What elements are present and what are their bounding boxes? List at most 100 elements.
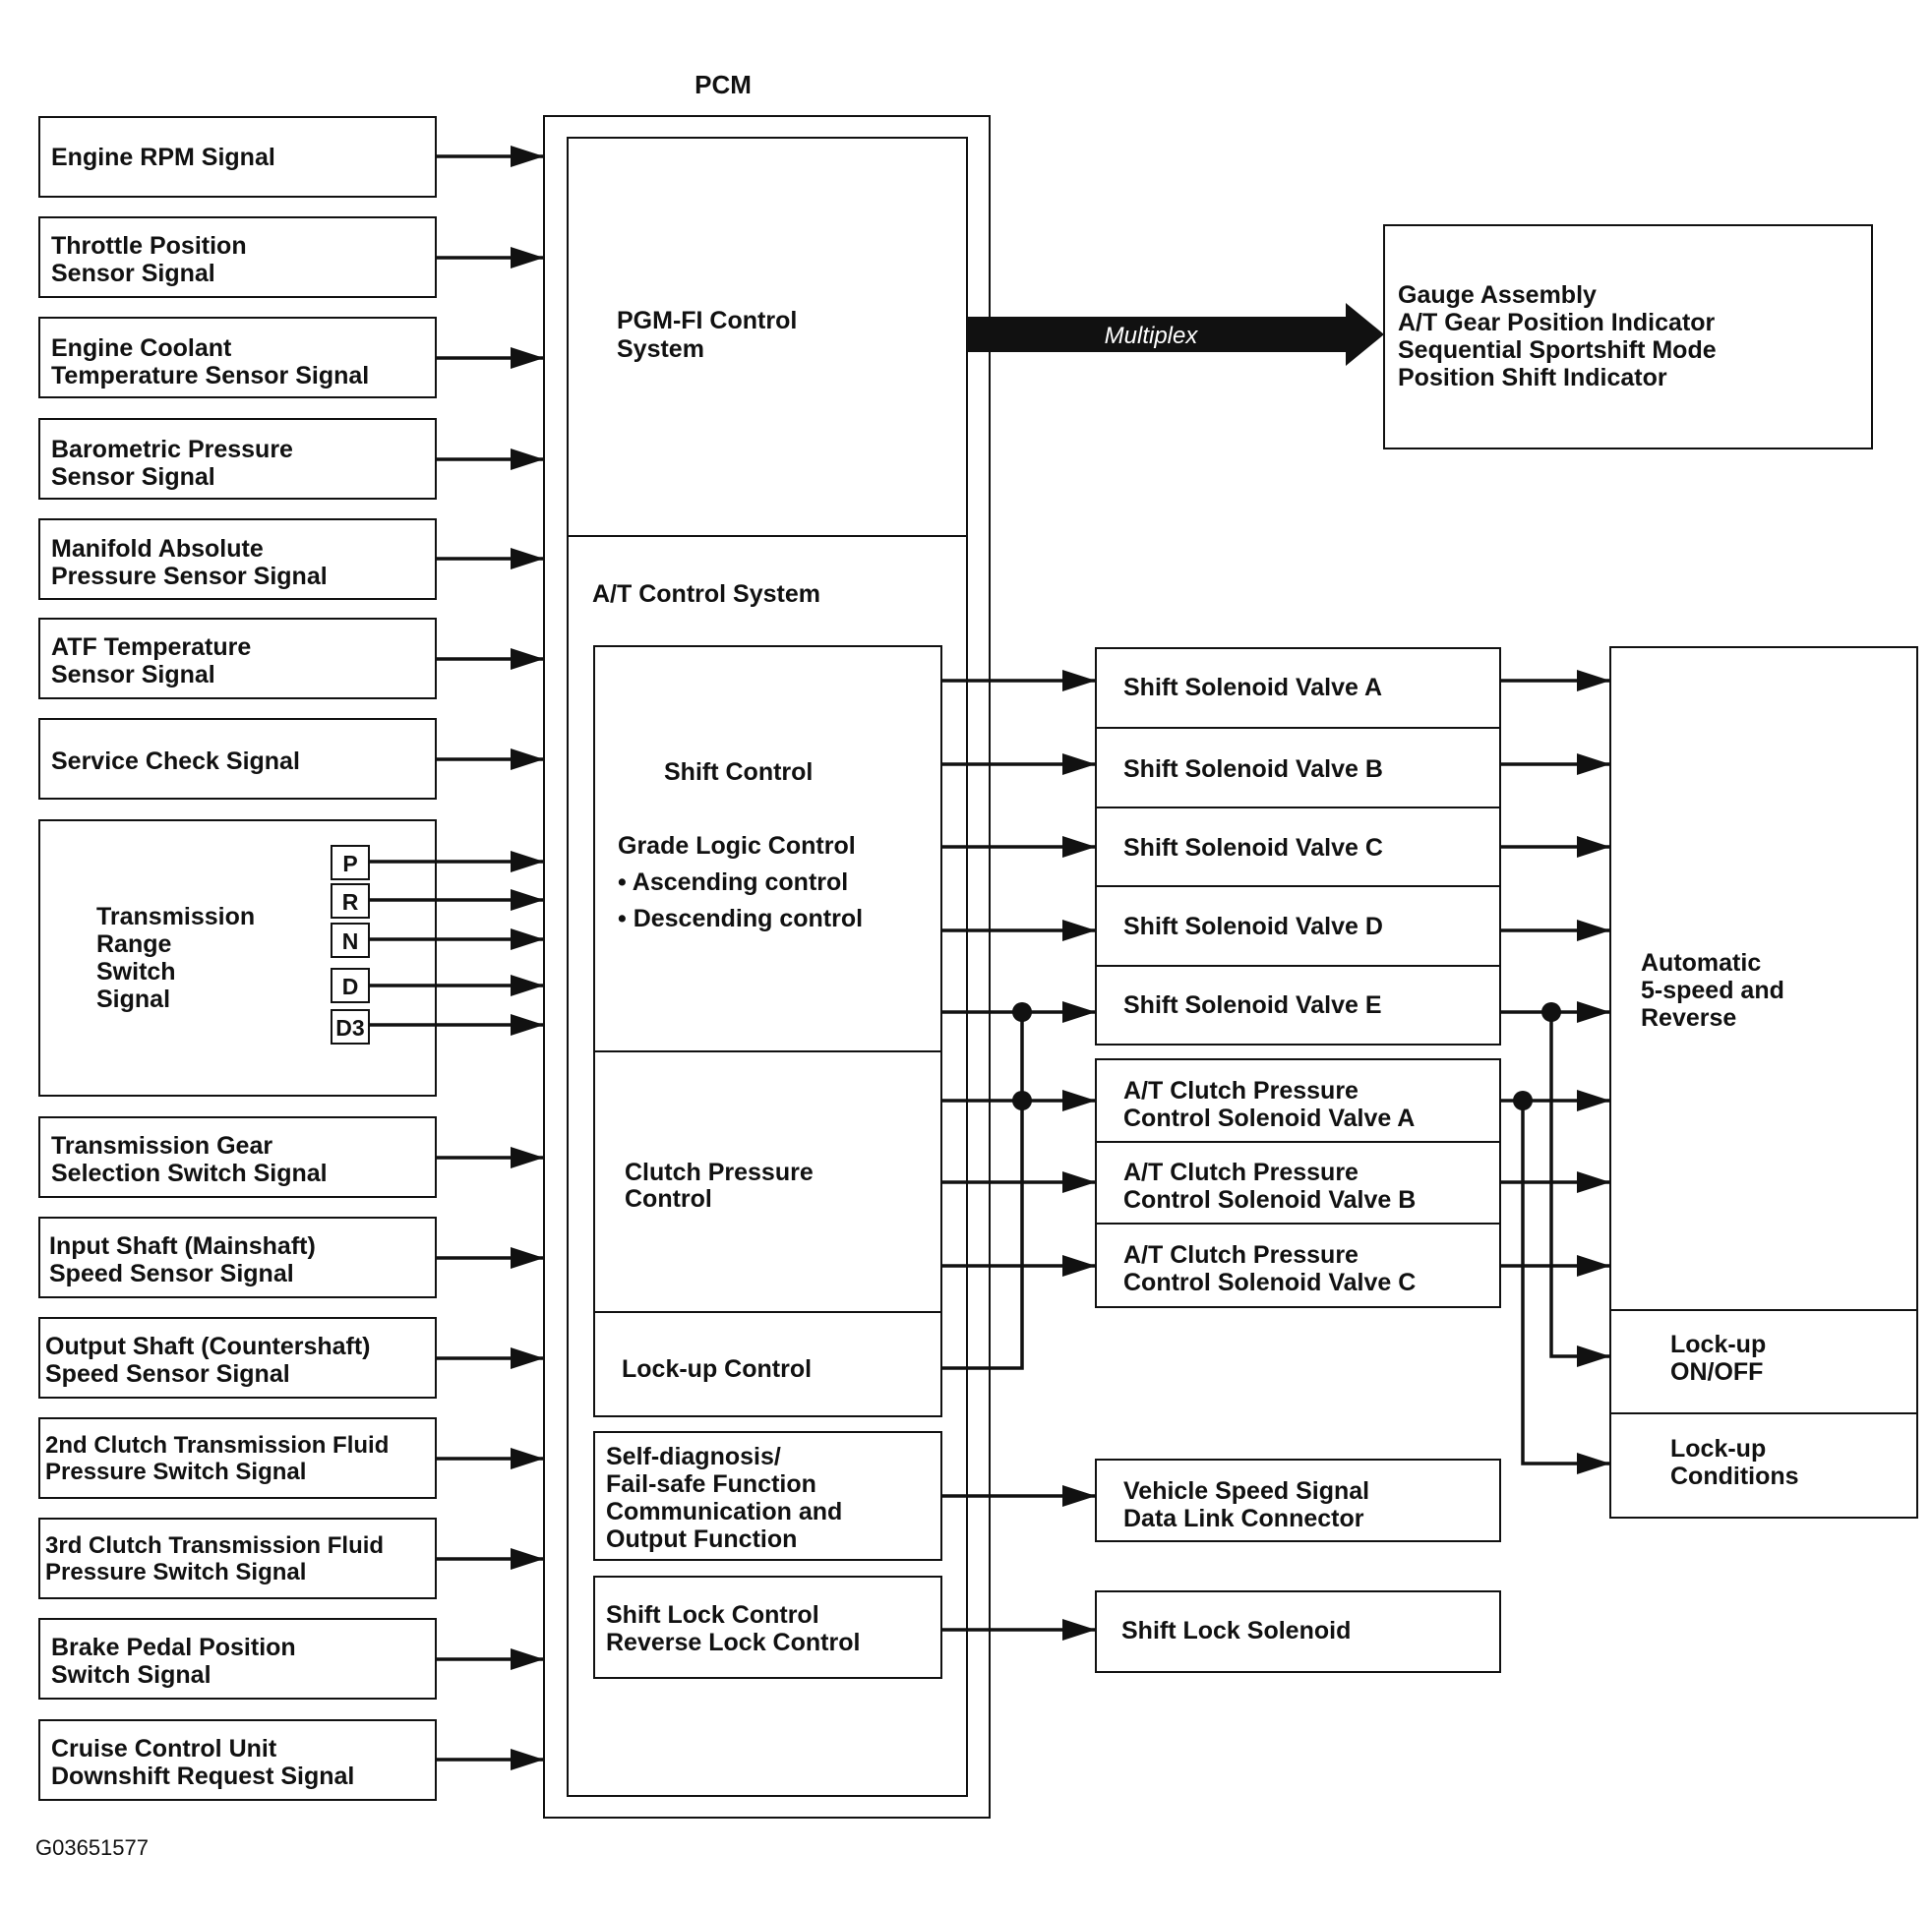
clutch-pressure-box bbox=[593, 1050, 942, 1313]
svg-text:Range: Range bbox=[96, 930, 172, 958]
shift-lock-control-label-1: Shift Lock Control bbox=[606, 1601, 819, 1629]
shift-lock-control-label-2: Reverse Lock Control bbox=[606, 1629, 860, 1656]
range-position-d3 bbox=[331, 1009, 370, 1045]
input-engine-coolant: Engine Coolant Temperature Sensor Signal bbox=[38, 317, 544, 398]
lockup-control-label: Lock-up Control bbox=[622, 1355, 812, 1383]
lockup-onoff-line-2: ON/OFF bbox=[1670, 1358, 1763, 1386]
self-diagnosis-label-4: Output Function bbox=[606, 1525, 797, 1553]
svg-text:P: P bbox=[342, 851, 357, 876]
pcm-output-wires bbox=[941, 670, 1096, 1641]
svg-text:Pressure Sensor Signal: Pressure Sensor Signal bbox=[51, 563, 328, 590]
gauge-line-1: Gauge Assembly bbox=[1398, 281, 1597, 309]
input-transmission-gear-selection: Transmission Gear Selection Switch Signa… bbox=[38, 1116, 544, 1198]
svg-text:Speed Sensor Signal: Speed Sensor Signal bbox=[45, 1360, 290, 1388]
input-barometric-pressure: Barometric Pressure Sensor Signal bbox=[38, 418, 544, 500]
svg-text:Brake Pedal Position: Brake Pedal Position bbox=[51, 1634, 296, 1661]
lockup-bus-left bbox=[941, 1002, 1032, 1370]
multiplex-arrow bbox=[967, 303, 1384, 366]
range-position-r bbox=[331, 883, 370, 919]
input-throttle-position: Throttle Position Sensor Signal bbox=[38, 216, 544, 298]
gauge-assembly-box bbox=[1383, 224, 1873, 449]
svg-text:Signal: Signal bbox=[96, 986, 170, 1013]
solenoid-label-e: Shift Solenoid Valve E bbox=[1123, 991, 1382, 1019]
solenoid-label-b: Shift Solenoid Valve B bbox=[1123, 755, 1383, 783]
svg-text:3rd Clutch Transmission Fluid: 3rd Clutch Transmission Fluid bbox=[45, 1532, 384, 1559]
solenoid-box-e bbox=[1095, 965, 1501, 1046]
solenoid-box-c bbox=[1095, 807, 1501, 887]
input-input-shaft-speed: Input Shaft (Mainshaft) Speed Sensor Sig… bbox=[38, 1217, 544, 1298]
svg-text:Output Shaft (Countershaft): Output Shaft (Countershaft) bbox=[45, 1333, 371, 1360]
range-position-p bbox=[331, 845, 370, 880]
multiplex-label: Multiplex bbox=[1105, 323, 1199, 349]
input-manifold-absolute-pressure: Manifold Absolute Pressure Sensor Signal bbox=[38, 518, 544, 600]
svg-text:Input Shaft (Mainshaft): Input Shaft (Mainshaft) bbox=[49, 1232, 316, 1260]
self-diagnosis-box bbox=[593, 1431, 942, 1561]
range-position-d bbox=[331, 968, 370, 1003]
transmission-label-3: Reverse bbox=[1641, 1004, 1736, 1032]
self-diagnosis-label-2: Fail-safe Function bbox=[606, 1470, 816, 1498]
gauge-line-4: Position Shift Indicator bbox=[1398, 364, 1667, 391]
lockup-conditions-line-1: Lock-up bbox=[1670, 1435, 1766, 1463]
svg-text:Temperature Sensor Signal: Temperature Sensor Signal bbox=[51, 362, 369, 389]
clutch-pressure-label-1: Clutch Pressure bbox=[625, 1159, 814, 1186]
pcm-inner-frame bbox=[567, 137, 968, 1797]
solenoid-label-c: Shift Solenoid Valve C bbox=[1123, 834, 1383, 862]
vehicle-speed-line-1: Vehicle Speed Signal bbox=[1123, 1477, 1369, 1505]
solenoid-label-d: Shift Solenoid Valve D bbox=[1123, 913, 1383, 940]
solenoid-output-wires bbox=[1500, 670, 1610, 1277]
input-engine-rpm: Engine RPM Signal bbox=[38, 116, 544, 198]
ascending-control-label: • Ascending control bbox=[618, 868, 848, 896]
input-3rd-clutch-pressure-switch: 3rd Clutch Transmission Fluid Pressure S… bbox=[38, 1518, 544, 1599]
shift-control-title: Shift Control bbox=[664, 758, 813, 786]
clutch-solenoid-c-line-1: A/T Clutch Pressure bbox=[1123, 1241, 1358, 1269]
svg-text:Sensor Signal: Sensor Signal bbox=[51, 260, 215, 287]
svg-text:ATF Temperature: ATF Temperature bbox=[51, 633, 251, 661]
lockup-conditions-box bbox=[1609, 1412, 1918, 1519]
svg-text:Engine RPM Signal: Engine RPM Signal bbox=[51, 144, 275, 171]
input-cruise-control-downshift: Cruise Control Unit Downshift Request Si… bbox=[38, 1719, 544, 1801]
solenoid-box-b bbox=[1095, 727, 1501, 808]
svg-text:Downshift Request Signal: Downshift Request Signal bbox=[51, 1763, 354, 1790]
svg-text:Speed Sensor Signal: Speed Sensor Signal bbox=[49, 1260, 294, 1287]
self-diagnosis-label-1: Self-diagnosis/ bbox=[606, 1443, 781, 1470]
vehicle-speed-box bbox=[1095, 1459, 1501, 1542]
clutch-solenoid-a-line-1: A/T Clutch Pressure bbox=[1123, 1077, 1358, 1105]
pgmfi-label-2: System bbox=[617, 335, 704, 363]
svg-text:Transmission: Transmission bbox=[96, 903, 255, 930]
svg-text:R: R bbox=[342, 889, 359, 915]
input-2nd-clutch-pressure-switch: 2nd Clutch Transmission Fluid Pressure S… bbox=[38, 1417, 544, 1499]
pcm-outer-frame bbox=[543, 115, 991, 1819]
solenoid-box-a bbox=[1095, 647, 1501, 729]
svg-text:Service Check Signal: Service Check Signal bbox=[51, 747, 300, 775]
at-control-system-label: A/T Control System bbox=[592, 580, 820, 608]
svg-text:D: D bbox=[342, 974, 359, 999]
transmission-label-1: Automatic bbox=[1641, 949, 1761, 977]
transmission-main-box bbox=[1609, 646, 1918, 1311]
figure-code: G03651577 bbox=[35, 1835, 149, 1860]
svg-text:Engine Coolant: Engine Coolant bbox=[51, 334, 232, 362]
shift-lock-solenoid-box bbox=[1095, 1590, 1501, 1673]
svg-text:Barometric Pressure: Barometric Pressure bbox=[51, 436, 293, 463]
input-output-shaft-speed: Output Shaft (Countershaft) Speed Sensor… bbox=[38, 1317, 544, 1399]
clutch-solenoid-b-line-1: A/T Clutch Pressure bbox=[1123, 1159, 1358, 1186]
svg-text:Manifold Absolute: Manifold Absolute bbox=[51, 535, 264, 563]
shift-lock-solenoid-label: Shift Lock Solenoid bbox=[1121, 1617, 1351, 1644]
self-diagnosis-label-3: Communication and bbox=[606, 1498, 842, 1525]
svg-text:Selection Switch Signal: Selection Switch Signal bbox=[51, 1160, 328, 1187]
pcm-title: PCM bbox=[694, 70, 752, 99]
svg-text:D3: D3 bbox=[335, 1015, 364, 1041]
svg-text:Transmission Gear: Transmission Gear bbox=[51, 1132, 272, 1160]
svg-text:Pressure Switch Signal: Pressure Switch Signal bbox=[45, 1559, 306, 1585]
clutch-solenoid-c-line-2: Control Solenoid Valve C bbox=[1123, 1269, 1416, 1296]
input-transmission-range-switch: Transmission Range Switch Signal P R N D… bbox=[38, 819, 544, 1097]
svg-text:Switch Signal: Switch Signal bbox=[51, 1661, 211, 1689]
pgmfi-label-1: PGM-FI Control bbox=[617, 307, 797, 334]
solenoid-box-d bbox=[1095, 885, 1501, 967]
svg-text:Pressure Switch Signal: Pressure Switch Signal bbox=[45, 1459, 306, 1485]
svg-text:Sensor Signal: Sensor Signal bbox=[51, 463, 215, 491]
grade-logic-label: Grade Logic Control bbox=[618, 832, 856, 860]
svg-text:Cruise Control Unit: Cruise Control Unit bbox=[51, 1735, 277, 1763]
gauge-line-2: A/T Gear Position Indicator bbox=[1398, 309, 1716, 336]
svg-text:N: N bbox=[342, 928, 359, 954]
solenoid-label-a: Shift Solenoid Valve A bbox=[1123, 674, 1382, 701]
